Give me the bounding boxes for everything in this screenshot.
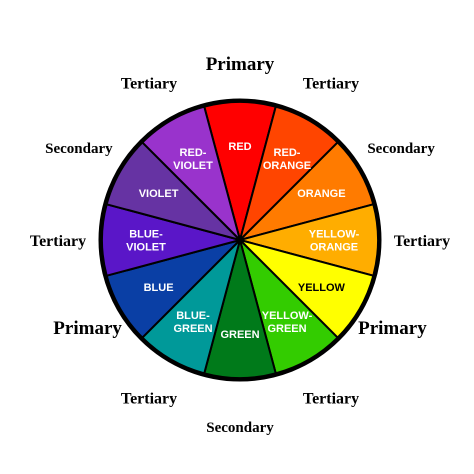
segment-label: YELLOW-ORANGE [309,229,360,254]
outer-label-secondary: Secondary [45,141,113,157]
outer-label-tertiary: Tertiary [121,75,177,92]
outer-labels: PrimaryTertiarySecondaryTertiaryPrimaryT… [30,54,450,436]
outer-label-primary: Primary [206,54,275,75]
segment-label-line: ORANGE [297,188,345,200]
outer-label-tertiary: Tertiary [121,391,177,408]
wheel-segments [100,100,380,380]
outer-label-tertiary: Tertiary [303,391,359,408]
outer-label-tertiary: Tertiary [303,75,359,92]
segment-labels: REDRED-ORANGEORANGEYELLOW-ORANGEYELLOWYE… [126,141,359,341]
segment-label-line: YELLOW [298,282,346,294]
segment-label: BLUE-GREEN [173,310,212,335]
segment-label-line: GREEN [173,323,212,335]
segment-label: VIOLET [139,188,179,200]
segment-label-line: VIOLET [139,188,179,200]
segment-label: RED-VIOLET [173,147,213,172]
segment-label: GREEN [220,329,259,341]
segment-label-line: BLUE [144,282,174,294]
segment-label: RED [228,141,251,153]
segment-label-line: GREEN [220,329,259,341]
wheel-segment-red-violet [141,105,241,241]
outer-label-secondary: Secondary [367,141,435,157]
segment-label-line: VIOLET [173,160,213,172]
segment-label-line: RED- [180,147,207,159]
segment-label-line: ORANGE [310,242,358,254]
segment-label-line: BLUE- [129,229,163,241]
segment-label-line: ORANGE [263,160,311,172]
outer-label-tertiary: Tertiary [30,233,86,250]
segment-label: BLUE [144,282,174,294]
outer-label-primary: Primary [358,318,427,339]
outer-label-tertiary: Tertiary [394,233,450,250]
segment-label-line: VIOLET [126,242,166,254]
segment-label: RED-ORANGE [263,147,311,172]
segment-label-line: YELLOW- [262,310,313,322]
segment-label: YELLOW [298,282,346,294]
wheel-outline [98,98,382,382]
outer-label-secondary: Secondary [206,420,274,436]
segment-label-line: YELLOW- [309,229,360,241]
segment-label-line: RED [228,141,251,153]
segment-label-line: RED- [274,147,301,159]
segment-label: YELLOW-GREEN [262,310,313,335]
segment-label: BLUE-VIOLET [126,229,166,254]
outer-label-primary: Primary [53,318,122,339]
segment-label-line: BLUE- [176,310,210,322]
segment-label: ORANGE [297,188,345,200]
segment-label-line: GREEN [267,323,306,335]
